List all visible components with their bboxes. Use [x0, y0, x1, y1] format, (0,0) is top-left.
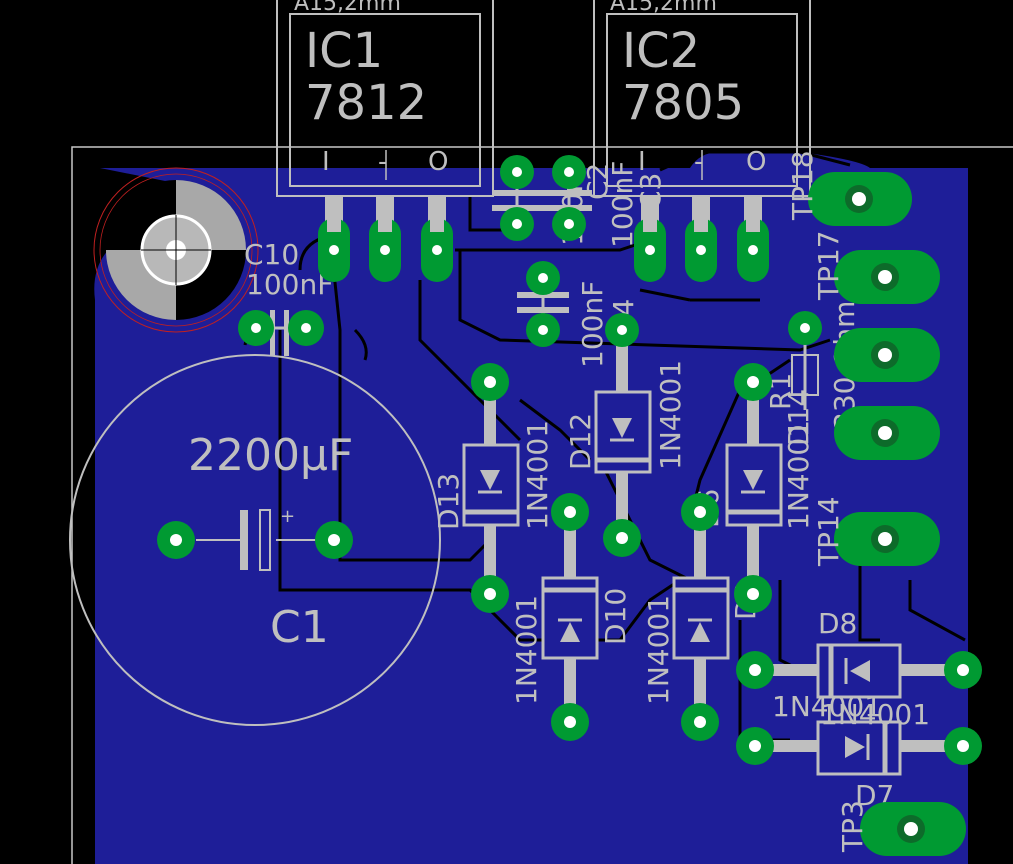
- ic1-value-label: 7812: [305, 75, 427, 131]
- c1-ref-label: C1: [270, 602, 329, 653]
- c2-ref-label: C2: [581, 163, 614, 200]
- c10-value-label: 100nF: [246, 268, 333, 301]
- ic1-pin-i: I: [322, 147, 330, 177]
- d13-ref-label: D13: [432, 473, 465, 530]
- ic2-ref-label: IC2: [622, 23, 700, 79]
- diode-d8[interactable]: D8 1N4001: [772, 607, 902, 723]
- tp14-label: TP14: [812, 496, 845, 567]
- ic2-package-label: A15,2mm: [610, 0, 717, 16]
- d7-value-label: 1N4001: [820, 698, 930, 731]
- regulator-drills: [329, 245, 758, 255]
- d8-ref-label: D8: [818, 607, 857, 640]
- tht-drills: [170, 167, 969, 752]
- ic2-pin-o: O: [746, 147, 766, 177]
- c3-value-label: 100nF: [606, 161, 639, 248]
- svg-text:+: +: [280, 506, 295, 527]
- ic1-pin-gnd: -: [378, 147, 387, 177]
- c10-ref-label: C10: [244, 238, 299, 271]
- d10-ref-label: D10: [599, 588, 632, 645]
- d14-ref-label: D14: [782, 389, 815, 446]
- c4-value-label: 100nF: [576, 281, 609, 368]
- d8-value-label: 1N4001: [772, 690, 882, 723]
- c1-value-label: 2200µF: [188, 430, 353, 481]
- test-point-labels: TP18 TP17 TP14 TP3: [786, 150, 869, 853]
- d14-value-label: 1N4001: [782, 420, 815, 530]
- tp3-label: TP3: [836, 800, 869, 853]
- ic2-pin-i: I: [638, 147, 646, 177]
- diode-d13[interactable]: D13 1N4001: [432, 420, 554, 530]
- tp17-label: TP17: [812, 230, 845, 301]
- d13-value-label: 1N4001: [521, 420, 554, 530]
- d10-value-label: 1N4001: [510, 595, 543, 705]
- d9-value-label: 1N4001: [642, 595, 675, 705]
- capacitor-c1[interactable]: + 2200µF C1: [69, 354, 441, 726]
- diode-d7[interactable]: 1N4001 D7: [816, 698, 930, 812]
- test-point-drills: [845, 185, 925, 843]
- d12-ref-label: D12: [564, 413, 597, 470]
- ic2-value-label: 7805: [622, 75, 744, 131]
- ic1-ref-label: IC1: [305, 23, 383, 79]
- ic1-package-label: A15,2mm: [294, 0, 401, 16]
- regulator-leg-overlay: [327, 196, 760, 232]
- d12-value-label: 1N4001: [654, 360, 687, 470]
- ic1-pin-o: O: [428, 147, 448, 177]
- diode-d12[interactable]: D12 1N4001: [564, 360, 687, 474]
- mounting-hole: [93, 167, 259, 333]
- regulator-ic2[interactable]: A15,2mm IC2 7805 I - O: [593, 0, 811, 197]
- ic2-pin-gnd: -: [694, 147, 703, 177]
- diode-d10[interactable]: D10 1N4001: [510, 576, 632, 705]
- diode-d14[interactable]: 1N4001 D14: [725, 389, 815, 530]
- regulator-ic1[interactable]: A15,2mm IC1 7812 I - O: [276, 0, 494, 197]
- tp18-label: TP18: [786, 150, 819, 221]
